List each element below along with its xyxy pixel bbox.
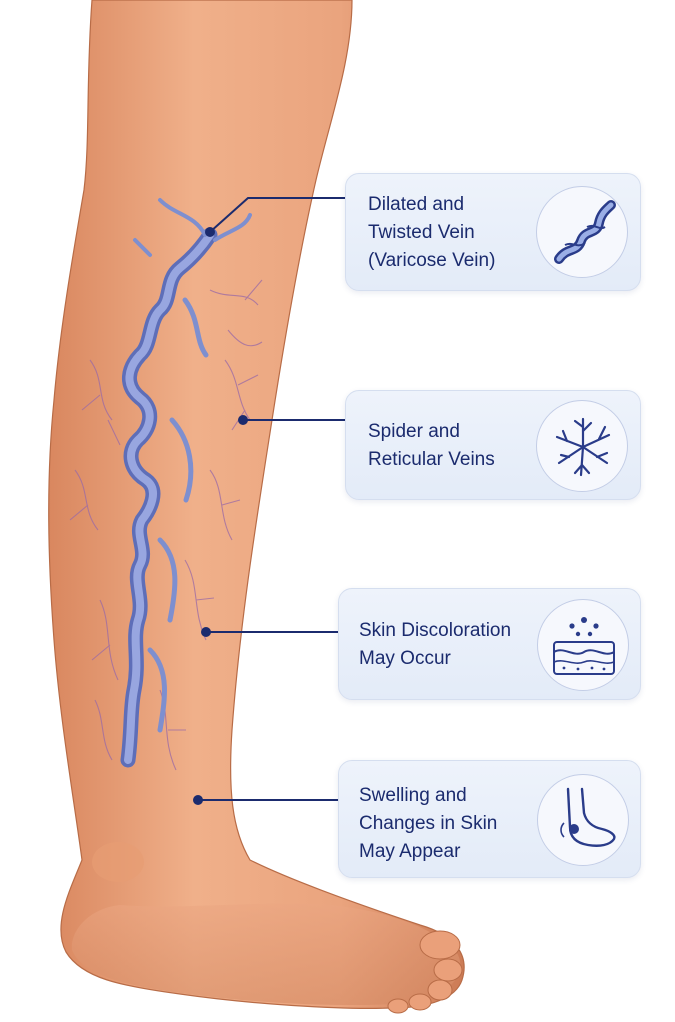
label-line: Swelling and xyxy=(359,785,467,806)
spider-veins xyxy=(69,279,263,771)
label-text: Swelling and Changes in Skin May Appear xyxy=(359,782,497,866)
label-line: Skin Discoloration xyxy=(359,620,512,641)
label-text: Spider and Reticular Veins xyxy=(368,418,495,474)
label-text: Dilated and Twisted Vein (Varicose Vein) xyxy=(368,191,495,275)
leg-shape xyxy=(48,0,465,1009)
label-card-skin-discoloration: Skin Discoloration May Occur xyxy=(338,588,641,700)
label-line: May Appear xyxy=(359,841,461,862)
twisted-vein-icon xyxy=(536,186,628,278)
label-card-varicose-vein: Dilated and Twisted Vein (Varicose Vein) xyxy=(345,173,641,291)
foot-shape xyxy=(71,903,461,1006)
label-line: Changes in Skin xyxy=(359,813,498,834)
spider-vein-icon xyxy=(536,400,628,492)
label-line: Dilated and xyxy=(368,194,465,215)
swollen-foot-icon xyxy=(537,774,629,866)
label-line: Spider and xyxy=(368,421,460,442)
label-line: (Varicose Vein) xyxy=(368,250,496,271)
toes xyxy=(387,930,463,1014)
varicose-vein xyxy=(120,198,252,768)
label-line: Twisted Vein xyxy=(368,222,475,243)
label-text: Skin Discoloration May Occur xyxy=(359,617,511,673)
skin-layers-icon xyxy=(537,599,629,691)
label-card-swelling: Swelling and Changes in Skin May Appear xyxy=(338,760,641,878)
leader-lines xyxy=(198,197,345,801)
label-line: May Occur xyxy=(359,648,451,669)
leader-dots xyxy=(193,227,248,805)
ankle-bone xyxy=(92,842,144,882)
label-card-spider-veins: Spider and Reticular Veins xyxy=(345,390,641,500)
label-line: Reticular Veins xyxy=(368,449,495,470)
